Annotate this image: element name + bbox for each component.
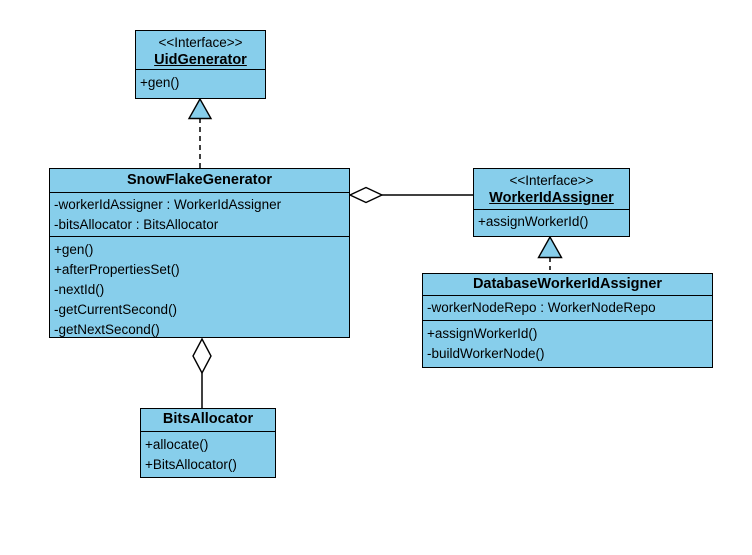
class-name: SnowFlakeGenerator [126,172,273,188]
method-item: +assignWorkerId() [427,326,538,341]
method-item: +BitsAllocator() [145,457,237,472]
stereotype-label: <<Interface>> [509,173,594,188]
class-name: WorkerIdAssigner [489,190,614,206]
attribute-item: -workerNodeRepo : WorkerNodeRepo [427,300,656,315]
method-item: -getCurrentSecond() [54,302,178,317]
aggregation-snowflake-to-workeridassigner [348,186,473,204]
class-box-uidgenerator: <<Interface>> UidGenerator +gen() [135,30,266,99]
stereotype-label: <<Interface>> [158,35,243,50]
method-item: -nextId() [54,282,105,297]
realization-triangle-icon [187,97,213,120]
attribute-item: -bitsAllocator : BitsAllocator [54,217,219,232]
attribute-item: -workerIdAssigner : WorkerIdAssigner [54,197,282,212]
method-item: +gen() [140,75,180,90]
method-item: -buildWorkerNode() [427,346,545,361]
aggregation-snowflake-to-bitsallocator [192,337,212,408]
aggregation-diamond-icon [348,186,384,204]
realization-databaseworkeridassigner-to-workeridassigner [537,235,563,273]
class-name: BitsAllocator [162,411,254,427]
class-box-workeridassigner: <<Interface>> WorkerIdAssigner +assignWo… [473,168,630,237]
class-box-databaseworkeridassigner: DatabaseWorkerIdAssigner -workerNodeRepo… [422,273,713,368]
class-name: DatabaseWorkerIdAssigner [472,276,663,292]
realization-snowflake-to-uidgenerator [187,97,213,168]
class-name: UidGenerator [154,52,247,68]
method-item: +afterPropertiesSet() [54,262,180,277]
class-box-bitsallocator: BitsAllocator +allocate() +BitsAllocator… [140,408,276,478]
method-item: +assignWorkerId() [478,214,589,229]
method-item: -getNextSecond() [54,322,160,337]
aggregation-diamond-icon [192,337,212,375]
method-item: +allocate() [145,437,209,452]
realization-triangle-icon [537,235,563,259]
class-box-snowflakegenerator: SnowFlakeGenerator -workerIdAssigner : W… [49,168,350,338]
method-item: +gen() [54,242,94,257]
